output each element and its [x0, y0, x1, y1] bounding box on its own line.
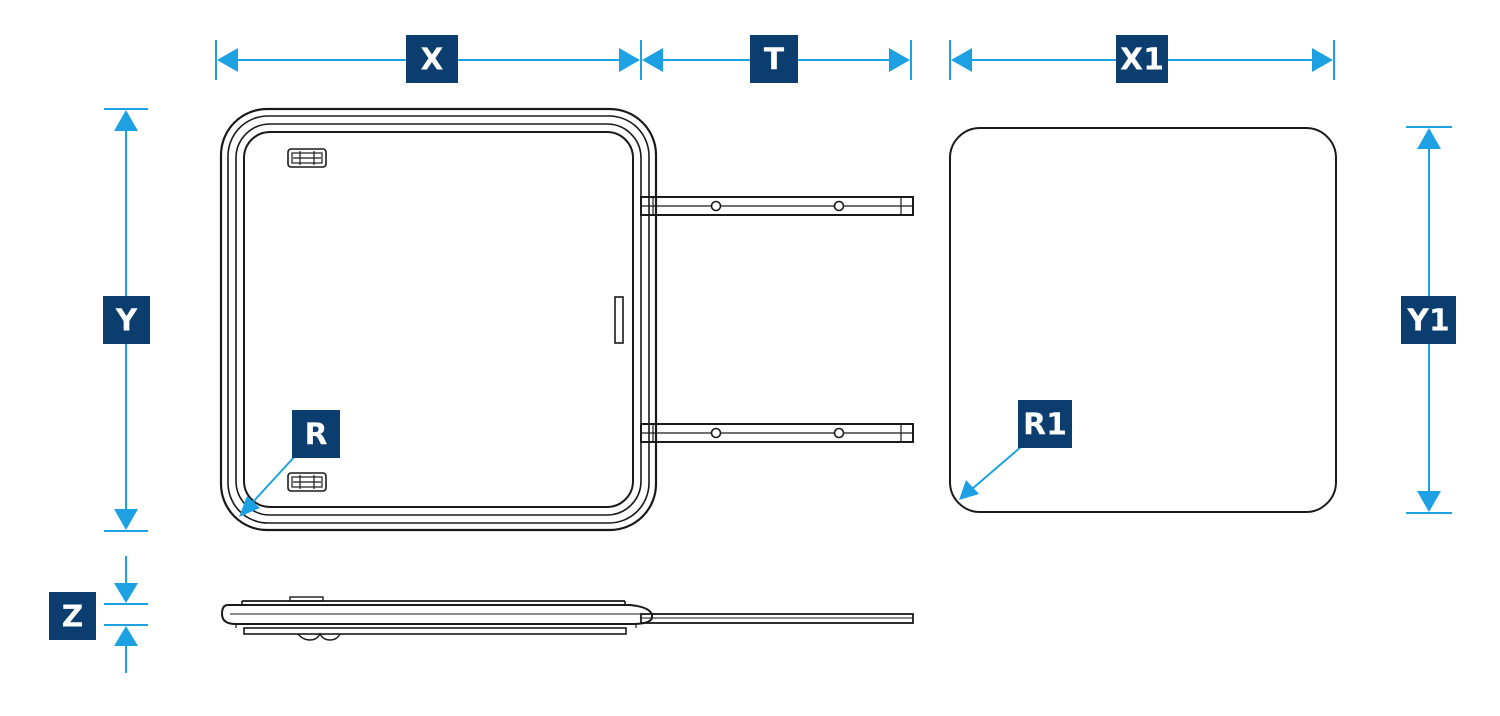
hatch-glass-edge	[243, 131, 634, 508]
svg-text:Y: Y	[115, 304, 139, 339]
arrow-down-icon	[114, 509, 138, 530]
svg-text:T: T	[764, 43, 785, 78]
arrow-left-icon	[642, 48, 663, 72]
radius-r1-leader	[959, 445, 1023, 500]
arrow-down-icon	[1417, 491, 1441, 512]
label-y: Y	[103, 296, 150, 344]
hatch-seal-outer	[235, 123, 642, 516]
label-r: R	[292, 410, 340, 458]
label-t: T	[750, 35, 798, 83]
label-r1: R1	[1018, 400, 1072, 448]
dimension-z	[104, 556, 148, 673]
arrow-right-icon	[619, 48, 640, 72]
arrow-right-icon	[1312, 48, 1333, 72]
latch-bottom-icon	[287, 472, 327, 492]
hatch-outer-frame	[219, 107, 658, 532]
arrow-left-icon	[951, 48, 972, 72]
telescopic-arm-top	[640, 196, 914, 216]
svg-text:Z: Z	[62, 600, 84, 635]
arrow-diagonal-icon	[239, 496, 260, 517]
label-z: Z	[49, 592, 96, 640]
svg-text:X: X	[420, 43, 443, 78]
dimension-t	[642, 40, 912, 80]
telescopic-arm-bottom	[640, 423, 914, 443]
svg-text:Y1: Y1	[1406, 304, 1450, 339]
radius-r-leader	[239, 454, 297, 517]
svg-text:R1: R1	[1023, 408, 1067, 443]
label-x: X	[406, 35, 458, 83]
label-x1: X1	[1116, 35, 1168, 83]
latch-top-icon	[287, 148, 327, 168]
hatch-side-profile	[220, 596, 914, 641]
arrow-left-icon	[217, 48, 238, 72]
arrow-diagonal-icon	[959, 480, 979, 500]
hatch-front-view	[219, 107, 658, 532]
label-y1: Y1	[1401, 296, 1456, 344]
arrow-up-icon	[1417, 128, 1441, 149]
svg-text:X1: X1	[1120, 43, 1164, 78]
arrow-up-icon	[114, 626, 138, 646]
hatch-frame-inner-edge	[227, 115, 650, 524]
cutout-outline	[949, 127, 1337, 513]
arrow-right-icon	[889, 48, 910, 72]
hinge-block	[614, 296, 624, 344]
svg-text:R: R	[304, 418, 327, 453]
arrow-up-icon	[114, 110, 138, 131]
arrow-down-icon	[114, 583, 138, 603]
